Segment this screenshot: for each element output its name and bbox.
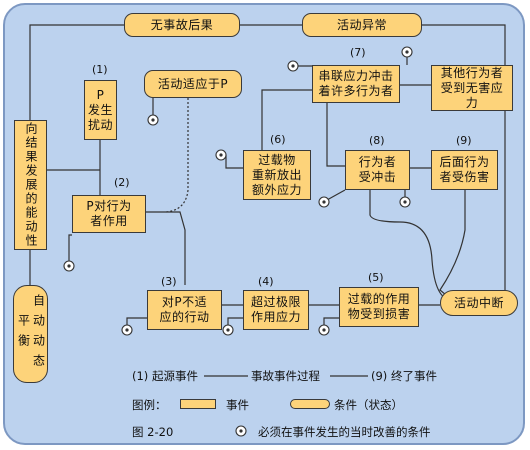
- self-balance-pill: 自动动态平衡: [13, 285, 48, 383]
- result-ability-box: 向结果发展的能动性: [14, 120, 47, 250]
- must-improve-label: 必须在事件发生的当时改善的条件: [258, 425, 431, 439]
- no-consequence-pill: 无事故后果: [124, 13, 240, 37]
- overload-damage-box: 过载的作用 物受到损害: [339, 287, 419, 327]
- legend-end-event: (9) 终了事件: [371, 369, 437, 383]
- label-n5: (5): [368, 271, 384, 284]
- legend-process: 事故事件过程: [251, 369, 320, 383]
- overload-release-box: 过载物 重新放出 额外应力: [243, 150, 311, 200]
- legend-start-event: (1) 起源事件: [132, 369, 198, 383]
- label-n1: (1): [92, 63, 108, 76]
- actor-hit-box: 行为者 受冲击: [345, 150, 410, 190]
- label-n9: (9): [456, 134, 472, 147]
- label-n3: (3): [161, 275, 177, 288]
- legend-condition-swatch: [290, 399, 330, 409]
- activity-adapts-pill: 活动适应于P: [144, 70, 242, 98]
- exceed-stress-box: 超过极限 作用应力: [243, 290, 309, 330]
- not-adapt-box: 对P不适 应的行动: [147, 290, 222, 330]
- activity-stop-pill: 活动中断: [440, 290, 518, 316]
- label-n6: (6): [270, 133, 286, 146]
- legend-event-swatch: [180, 399, 216, 409]
- legend-event-label: 事件: [226, 398, 249, 412]
- label-n2: (2): [114, 176, 130, 189]
- label-n8: (8): [369, 134, 385, 147]
- figure-label: 图 2-20: [132, 425, 174, 439]
- chain-stress-box: 串联应力冲击 着许多行为者: [312, 65, 400, 103]
- legend-label: 图例：: [132, 398, 167, 412]
- abnormal-pill: 活动异常: [302, 13, 422, 37]
- legend-condition-label: 条件（状态）: [334, 398, 403, 412]
- later-actor-box: 后面行为 者受伤害: [431, 150, 498, 190]
- p-acts-box: P对行为 者作用: [72, 195, 146, 233]
- p-disturb-box: P 发生 扰动: [84, 80, 117, 140]
- label-n7: (7): [350, 46, 366, 59]
- label-n4: (4): [258, 275, 274, 288]
- other-actor-box: 其他行为者 受到无害应 力: [431, 65, 513, 111]
